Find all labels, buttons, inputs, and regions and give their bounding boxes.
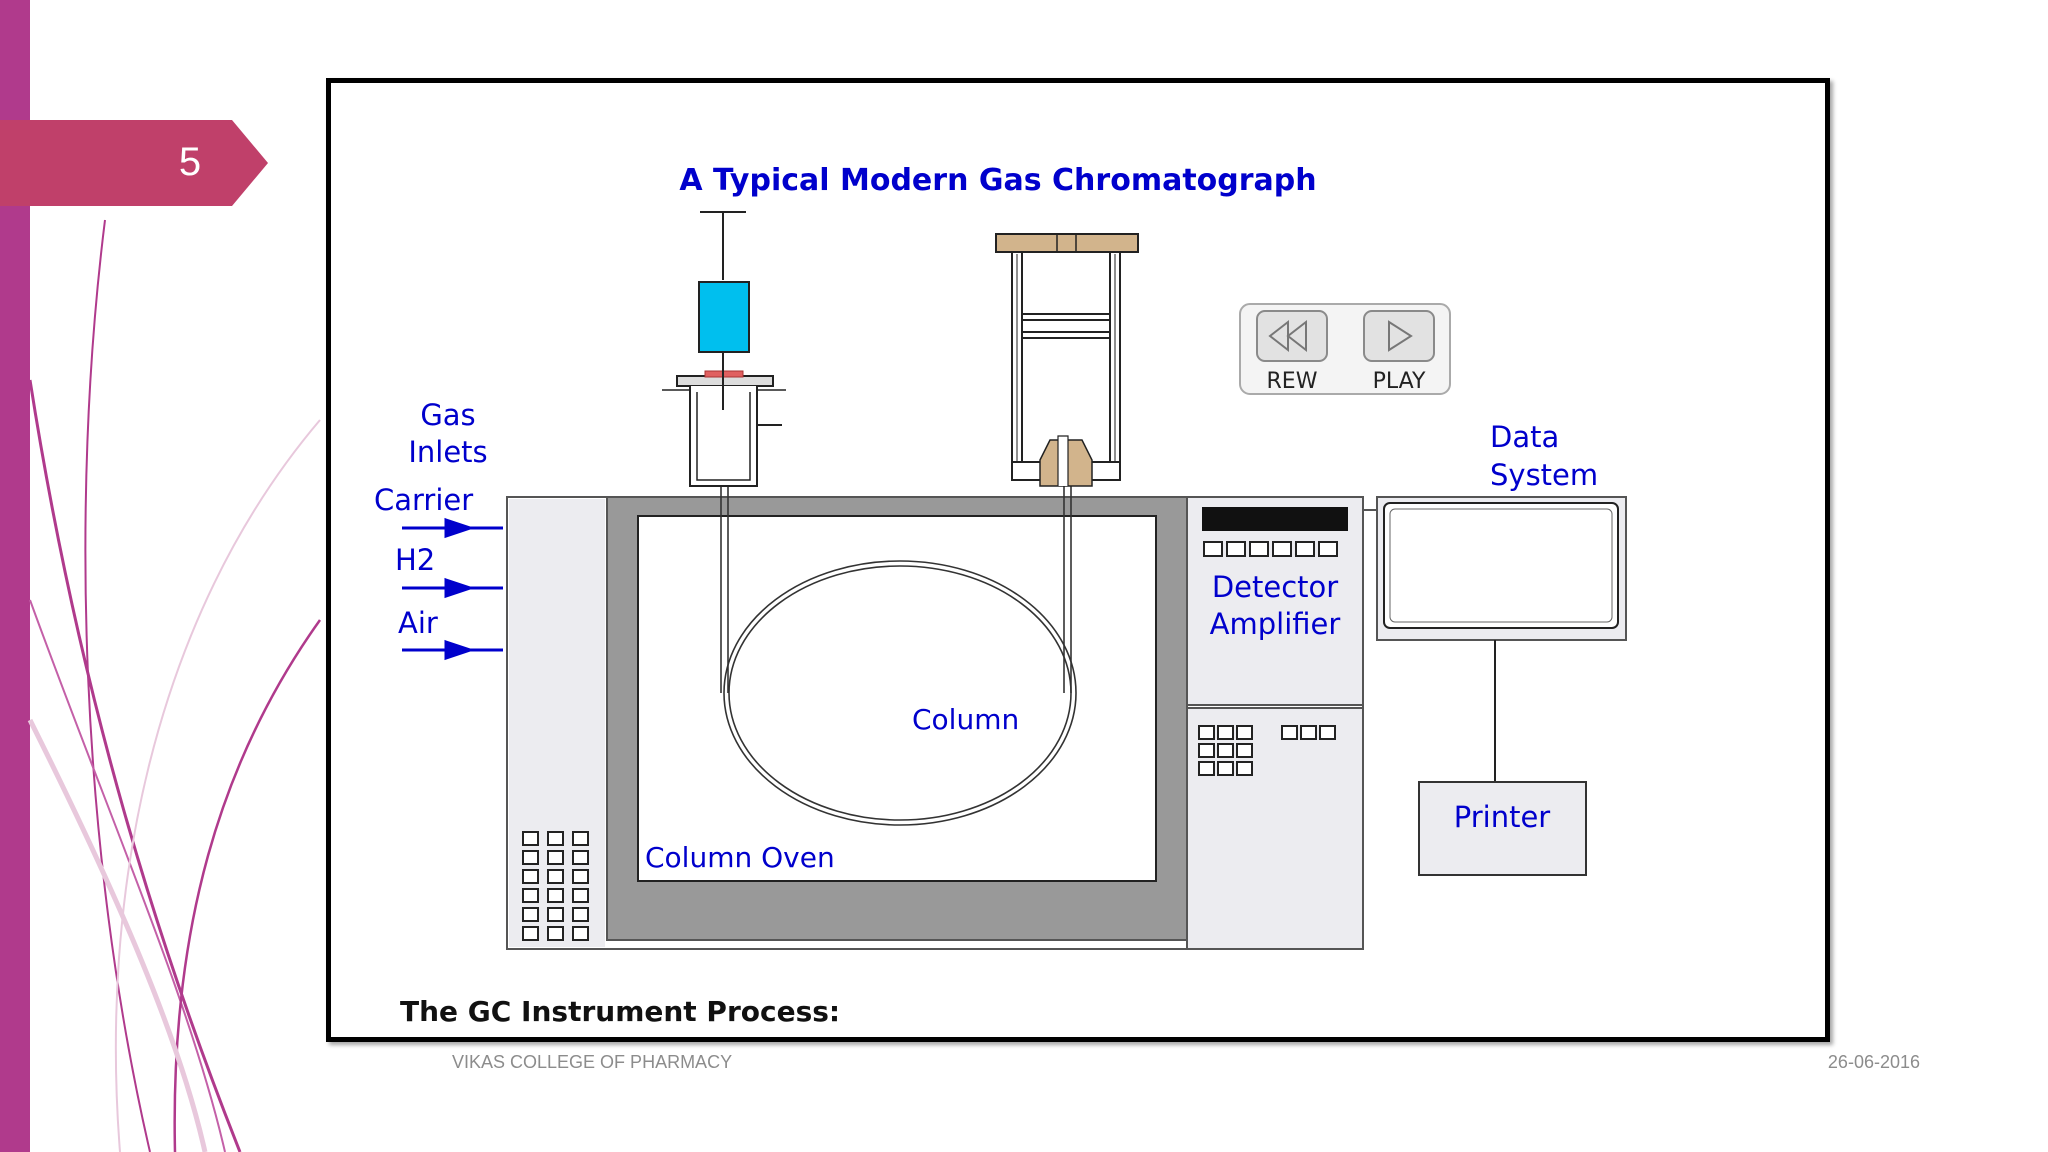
slide-number: 5	[178, 140, 202, 184]
play-label: PLAY	[1373, 369, 1426, 394]
decor-curve	[173, 619, 322, 1152]
detector-label-line1: Detector	[1212, 570, 1338, 604]
data-system-label-line1: Data	[1490, 420, 1559, 454]
rewind-icon	[1268, 319, 1307, 353]
carrier-label: Carrier	[374, 483, 473, 517]
printer-box	[1418, 781, 1587, 876]
rew-label: REW	[1267, 369, 1318, 394]
decor-curve	[27, 718, 208, 1152]
left-keypad	[522, 831, 589, 941]
column-oven-chamber	[637, 515, 1157, 882]
decor-curve	[29, 599, 226, 1152]
footer-college: VIKAS COLLEGE OF PHARMACY	[452, 1052, 733, 1072]
h2-label: H2	[395, 543, 435, 577]
column-label: Column	[912, 703, 1019, 736]
gas-inlets-label-line2: Inlets	[408, 435, 487, 469]
lower-control-panel	[1186, 707, 1364, 950]
decor-curve	[114, 419, 321, 1152]
detector-display	[1202, 507, 1348, 531]
detector-label-line2: Amplifier	[1210, 607, 1341, 641]
detector-buttons	[1203, 541, 1338, 557]
playback-controls: REW PLAY	[1239, 303, 1451, 395]
slide-number-tab	[0, 120, 268, 206]
lower-keypad	[1198, 725, 1336, 776]
process-caption: The GC Instrument Process:	[400, 995, 840, 1028]
detector-cap	[995, 233, 1139, 253]
rew-button[interactable]: REW	[1256, 310, 1328, 394]
printer-label: Printer	[1454, 800, 1551, 834]
syringe	[698, 211, 750, 410]
gas-inlet-arrows	[402, 517, 503, 661]
play-button[interactable]: PLAY	[1363, 310, 1435, 394]
decor-curve	[28, 379, 242, 1152]
injector-tubing	[720, 487, 729, 693]
air-label: Air	[398, 606, 438, 640]
gas-inlets-label-line1: Gas	[420, 398, 475, 432]
footer-date: 26-06-2016	[1827, 1052, 1920, 1072]
play-icon	[1388, 320, 1413, 352]
diagram-title: A Typical Modern Gas Chromatograph	[679, 163, 1316, 198]
detector-amplifier-panel	[1186, 496, 1364, 706]
syringe-barrel	[698, 281, 750, 353]
detector-assembly	[995, 233, 1139, 487]
data-system-label-line2: System	[1490, 458, 1598, 492]
column-oven-label: Column Oven	[645, 841, 835, 874]
